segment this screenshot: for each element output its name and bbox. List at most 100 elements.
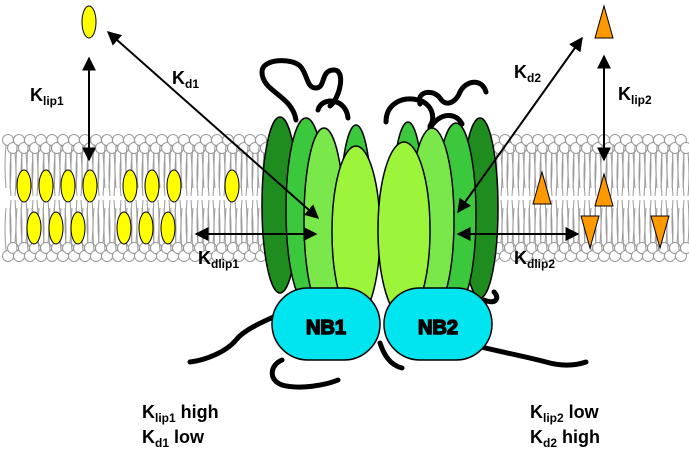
- lipid-tail: [42, 199, 45, 244]
- lipid-tail: [86, 199, 89, 244]
- lipid-tail: [611, 207, 614, 252]
- kd2-arrow: [457, 36, 583, 214]
- lipid-tail: [114, 144, 117, 189]
- ligand1-ellipse: [144, 169, 160, 203]
- lipid-tail: [53, 152, 56, 197]
- ligand2-triangle: [580, 215, 600, 250]
- captions: Klip1 high Kd1 low Klip2 low Kd2 high: [142, 402, 600, 450]
- lipid-tail: [611, 144, 614, 189]
- lipid-tail: [136, 207, 139, 252]
- lipid-tail: [649, 152, 652, 197]
- lipid-tail: [556, 144, 559, 189]
- lipid-tail: [687, 199, 689, 244]
- lipid-tail: [687, 152, 689, 197]
- lipid-tail: [578, 207, 581, 252]
- lipid-tail: [523, 144, 526, 189]
- ligand1-ellipse: [26, 211, 42, 245]
- lipid-tail: [4, 207, 7, 252]
- lipid-tail: [191, 144, 194, 189]
- lipid-tail: [644, 144, 647, 189]
- lipid-tail: [633, 207, 636, 252]
- lipid-tail: [114, 207, 117, 252]
- lipid-tail: [235, 207, 238, 252]
- lipid-tail: [556, 207, 559, 252]
- kd2-label: Kd2: [514, 62, 541, 85]
- ligand1-ellipse: [122, 169, 138, 203]
- ligand1-ellipse: [138, 211, 154, 245]
- lipid-tail: [534, 207, 537, 252]
- lipid-tail: [202, 144, 205, 189]
- lipid-tail: [213, 207, 216, 252]
- lipid-tail: [512, 207, 515, 252]
- lipid-tail: [92, 207, 95, 252]
- lipid-tail: [534, 144, 537, 189]
- kdlip2-label: Kdlip2: [514, 248, 555, 271]
- lipid-tail: [75, 152, 78, 197]
- lipid-tail: [4, 144, 7, 189]
- lipid-tail: [666, 207, 669, 252]
- lipid-tail: [655, 144, 658, 189]
- klip1-label: Klip1: [30, 85, 64, 108]
- lipid-tail: [246, 144, 249, 189]
- lipid-tail: [512, 144, 515, 189]
- lipid-tail: [523, 207, 526, 252]
- lipid-tail: [589, 144, 592, 189]
- lipid-tail: [501, 207, 504, 252]
- lipid-tail: [20, 199, 23, 244]
- lipid-tail: [682, 152, 685, 197]
- ligand1-ellipse: [60, 169, 76, 203]
- ligand1-ellipse: [48, 211, 64, 245]
- nbd1-shape: [271, 287, 381, 361]
- lipid-tail: [64, 199, 67, 244]
- ligand1-ellipse: [116, 211, 132, 245]
- equilibrium-arrows: [82, 31, 611, 241]
- klip2-label: Klip2: [618, 84, 652, 107]
- nbd1-label: NB1: [306, 317, 346, 339]
- lipid-tail: [202, 207, 205, 252]
- lipid-tail: [633, 144, 636, 189]
- lipid-tail: [31, 152, 34, 197]
- ligand1-ellipse: [16, 169, 32, 203]
- caption-left-line2: Kd1 low: [142, 427, 205, 450]
- nbd2-shape: [383, 287, 493, 361]
- ligand2-triangle: [594, 4, 614, 39]
- ligand2-triangle: [650, 215, 670, 250]
- ligand1-ellipse: [160, 211, 176, 245]
- lipid-tail: [627, 152, 630, 197]
- lipid-tail: [545, 207, 548, 252]
- lipid-tail: [622, 144, 625, 189]
- nucleotide-binding-domains: NB1 NB2: [271, 287, 493, 361]
- lipid-tail: [671, 152, 674, 197]
- lipid-tail: [671, 199, 674, 244]
- lipid-tail: [545, 144, 548, 189]
- lipid-tail: [103, 144, 106, 189]
- lipid-tail: [627, 199, 630, 244]
- lipid-tail: [638, 199, 641, 244]
- constant-labels: Klip1 Kd1 Kdlip1 Kd2 Klip2 Kdlip2: [30, 62, 652, 271]
- ligand1-ellipse: [166, 169, 182, 203]
- lipid-tail: [638, 152, 641, 197]
- lipid-tail: [616, 152, 619, 197]
- lipid-tail: [616, 199, 619, 244]
- caption-right-line2: Kd2 high: [530, 427, 600, 450]
- lipid-tail: [15, 207, 18, 252]
- lipid-tail: [257, 207, 260, 252]
- ligand2-triangle: [594, 172, 614, 207]
- lipid-tail: [97, 152, 100, 197]
- lipid-tail: [666, 144, 669, 189]
- nbd2-label: NB2: [418, 317, 458, 339]
- ligand1-ellipse: [70, 211, 86, 245]
- kdlip1-label: Kdlip1: [198, 248, 239, 271]
- lipid-tail: [594, 152, 597, 197]
- lipid-tail: [103, 207, 106, 252]
- lipid-tail: [9, 199, 12, 244]
- lipid-tail: [682, 199, 685, 244]
- lipid-tail: [578, 144, 581, 189]
- lipid-tail: [649, 199, 652, 244]
- lipid-tail: [180, 207, 183, 252]
- kd1-label: Kd1: [172, 68, 199, 91]
- lipid-tail: [677, 207, 680, 252]
- lipid-tail: [567, 207, 570, 252]
